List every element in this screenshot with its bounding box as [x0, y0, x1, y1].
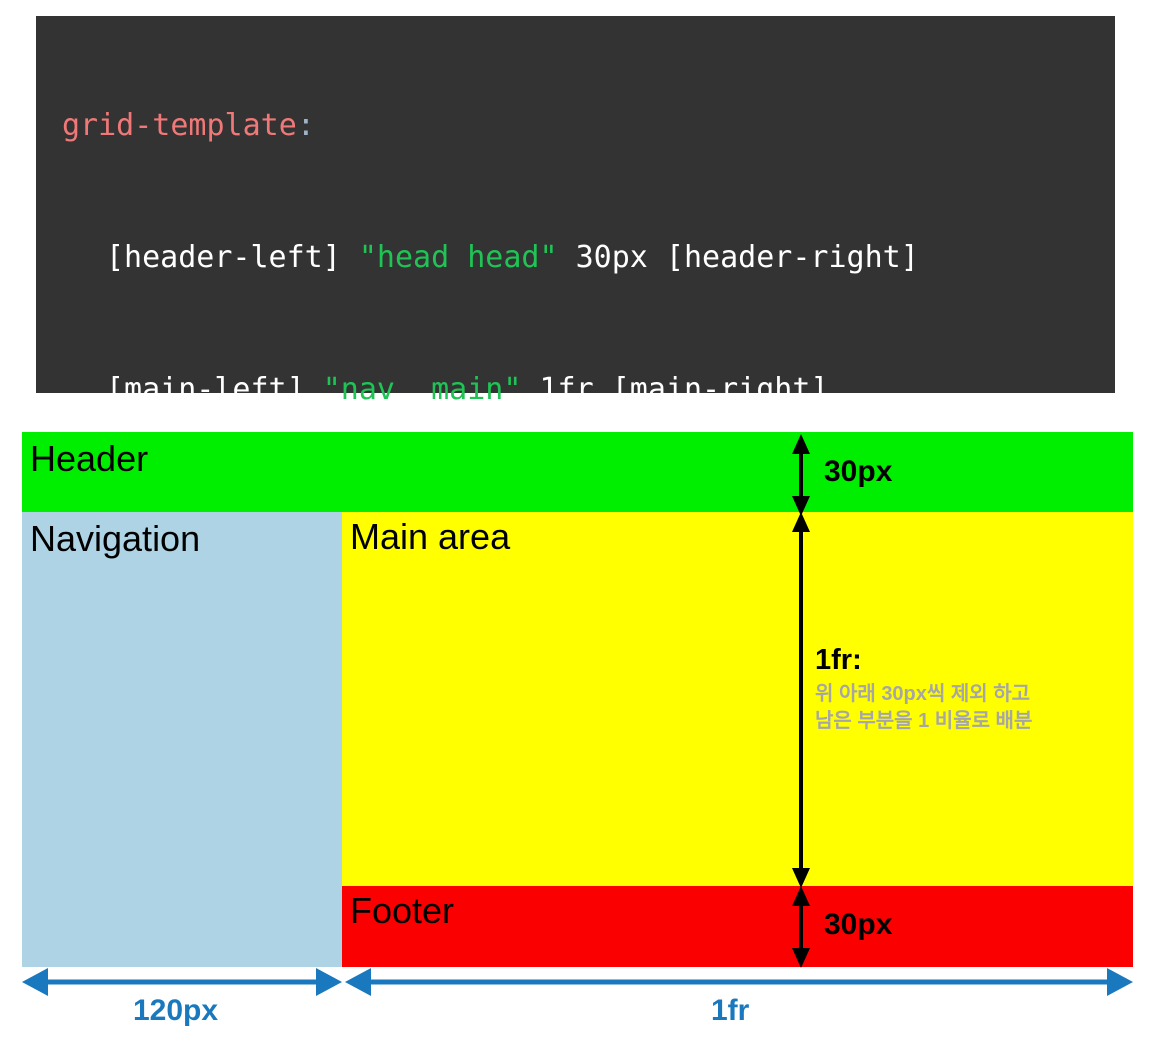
grid-cell-navigation: Navigation [22, 512, 342, 967]
grid-layout-diagram: Header Navigation Main area Footer [22, 432, 1133, 967]
code-line-header-row: [header-left] "head head" 30px [header-r… [36, 222, 1115, 294]
grid-cell-header: Header [22, 432, 1133, 512]
grid-cell-main-label: Main area [350, 516, 511, 557]
header-height-label: 30px [824, 455, 893, 488]
grid-cell-navigation-label: Navigation [30, 518, 201, 559]
code-token-header-area-string: "head head" [358, 240, 558, 275]
code-token-main-names-left: [main-left] [106, 372, 323, 407]
main-height-title: 1fr: [815, 644, 862, 676]
code-token-header-names-left: [header-left] [106, 240, 359, 275]
grid-cell-main: Main area [342, 512, 1133, 886]
grid-cell-footer: Footer [342, 886, 1133, 967]
nav-column-width-label: 120px [133, 994, 219, 1027]
main-height-note-line-1: 위 아래 30px씩 제외 하고 [815, 682, 1031, 705]
main-column-width-label: 1fr [711, 994, 750, 1027]
column-dimension-arrows [22, 968, 1133, 996]
code-token-colon: : [296, 108, 315, 143]
code-token-main-size-right: 1fr [main-right] [521, 372, 829, 407]
grid-cell-footer-label: Footer [350, 890, 455, 931]
footer-height-arrow [792, 886, 810, 968]
code-line-property: grid-template: [36, 90, 1115, 162]
header-height-arrow [792, 434, 810, 516]
main-height-annotation: 1fr: 위 아래 30px씩 제외 하고 남은 부분을 1 비율로 배분 [815, 644, 1115, 735]
code-line-main-row: [main-left] "nav main" 1fr [main-right] [36, 354, 1115, 426]
grid-cell-header-label: Header [30, 438, 149, 479]
main-height-note-line-2: 남은 부분을 1 비율로 배분 [815, 709, 1033, 732]
code-token-main-area-string: "nav main" [322, 372, 522, 407]
code-token-header-size-right: 30px [header-right] [557, 240, 919, 275]
column-dimensions-row: 120px 1fr [0, 962, 1149, 1049]
footer-height-label: 30px [824, 908, 893, 941]
main-height-arrow [792, 512, 810, 888]
code-token-property: grid-template [62, 108, 297, 143]
css-code-block: grid-template: [header-left] "head head"… [36, 16, 1115, 669]
